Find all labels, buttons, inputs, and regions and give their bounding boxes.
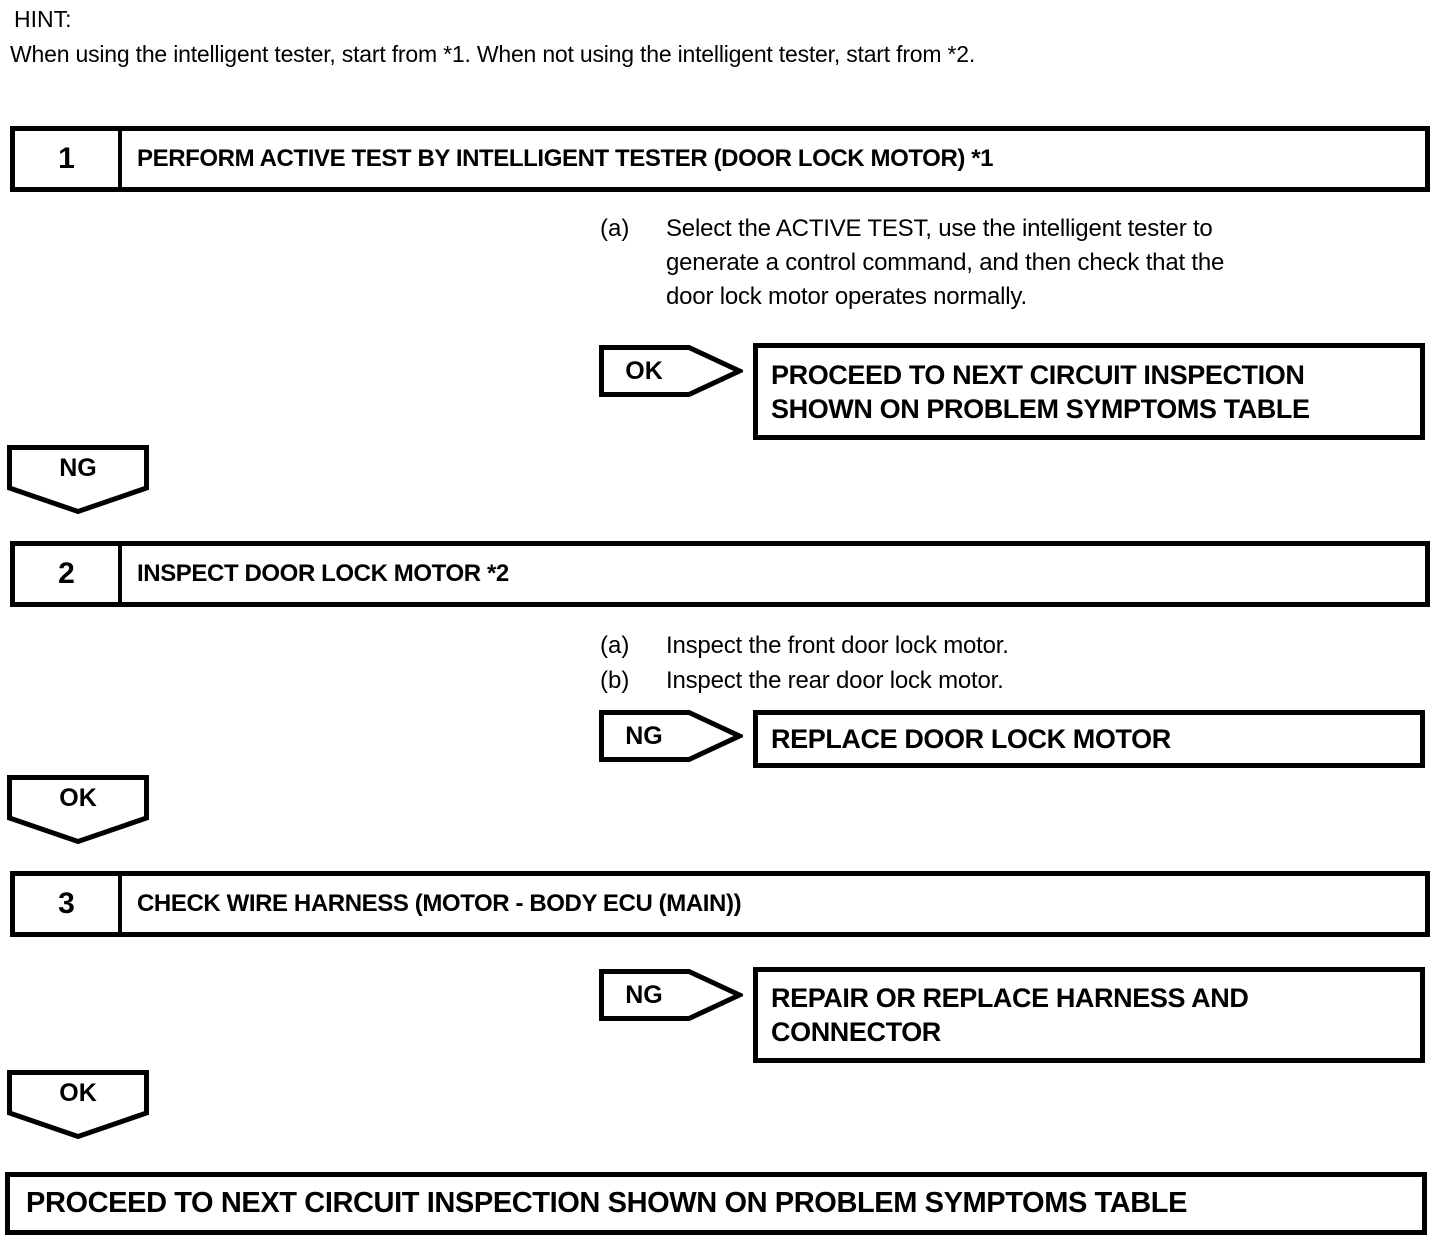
branch-arrow-label: NG <box>625 721 663 750</box>
step-1-result-box: PROCEED TO NEXT CIRCUIT INSPECTION SHOWN… <box>753 343 1425 440</box>
step-1-substeps: (a) Select the ACTIVE TEST, use the inte… <box>600 212 1224 314</box>
substep-text: Inspect the rear door lock motor. <box>666 667 1004 694</box>
hint-label: HINT: <box>14 6 72 32</box>
substep-marker: (b) <box>600 667 630 694</box>
step-2-substeps: (a) Inspect the front door lock motor. (… <box>600 628 1009 698</box>
result-text: REPAIR OR REPLACE HARNESS AND CONNECTOR <box>771 983 1249 1047</box>
substep-text: Select the ACTIVE TEST, use the intellig… <box>666 215 1225 310</box>
substep-marker: (a) <box>600 215 630 242</box>
branch-arrow-label: OK <box>625 356 663 385</box>
down-pentagon-shape <box>7 1070 149 1140</box>
step-2-substep-a: (a) Inspect the front door lock motor. <box>600 628 1009 663</box>
step-1-ng-continue-marker: NG <box>7 445 149 515</box>
step-1-substep-a: (a) Select the ACTIVE TEST, use the inte… <box>600 212 1224 314</box>
step-3-ng-branch-arrow: NG <box>599 969 743 1021</box>
step-2-substep-b: (b) Inspect the rear door lock motor. <box>600 663 1009 698</box>
step-3-title: CHECK WIRE HARNESS (MOTOR - BODY ECU (MA… <box>137 890 742 917</box>
step-1-title: PERFORM ACTIVE TEST BY INTELLIGENT TESTE… <box>137 145 994 172</box>
step-3-box: 3 CHECK WIRE HARNESS (MOTOR - BODY ECU (… <box>10 871 1430 937</box>
right-arrow-shape <box>599 710 743 762</box>
down-pentagon-shape <box>7 445 149 515</box>
step-2-ok-continue-marker: OK <box>7 775 149 845</box>
continue-marker-label: OK <box>59 783 97 812</box>
step-3-number: 3 <box>15 876 122 932</box>
step-1-number: 1 <box>15 131 122 187</box>
continue-marker-label: NG <box>59 453 97 482</box>
hint-text: When using the intelligent tester, start… <box>10 41 976 67</box>
branch-arrow-label: NG <box>625 980 663 1009</box>
substep-marker: (a) <box>600 632 630 659</box>
step-2-ng-branch-arrow: NG <box>599 710 743 762</box>
step-1-box: 1 PERFORM ACTIVE TEST BY INTELLIGENT TES… <box>10 126 1430 192</box>
step-2-result-box: REPLACE DOOR LOCK MOTOR <box>753 710 1425 768</box>
step-1-ok-branch-arrow: OK <box>599 345 743 397</box>
final-result-text: PROCEED TO NEXT CIRCUIT INSPECTION SHOWN… <box>26 1187 1188 1219</box>
step-2-number: 2 <box>15 546 122 602</box>
continue-marker-label: OK <box>59 1078 97 1107</box>
substep-text: Inspect the front door lock motor. <box>666 632 1009 659</box>
final-result-box: PROCEED TO NEXT CIRCUIT INSPECTION SHOWN… <box>5 1172 1427 1235</box>
right-arrow-shape <box>599 969 743 1021</box>
step-3-result-box: REPAIR OR REPLACE HARNESS AND CONNECTOR <box>753 967 1425 1063</box>
right-arrow-shape <box>599 345 743 397</box>
step-2-title: INSPECT DOOR LOCK MOTOR *2 <box>137 560 509 587</box>
down-pentagon-shape <box>7 775 149 845</box>
step-3-ok-continue-marker: OK <box>7 1070 149 1140</box>
result-text: REPLACE DOOR LOCK MOTOR <box>771 724 1171 754</box>
step-2-box: 2 INSPECT DOOR LOCK MOTOR *2 <box>10 541 1430 607</box>
result-text: PROCEED TO NEXT CIRCUIT INSPECTION SHOWN… <box>771 359 1310 424</box>
